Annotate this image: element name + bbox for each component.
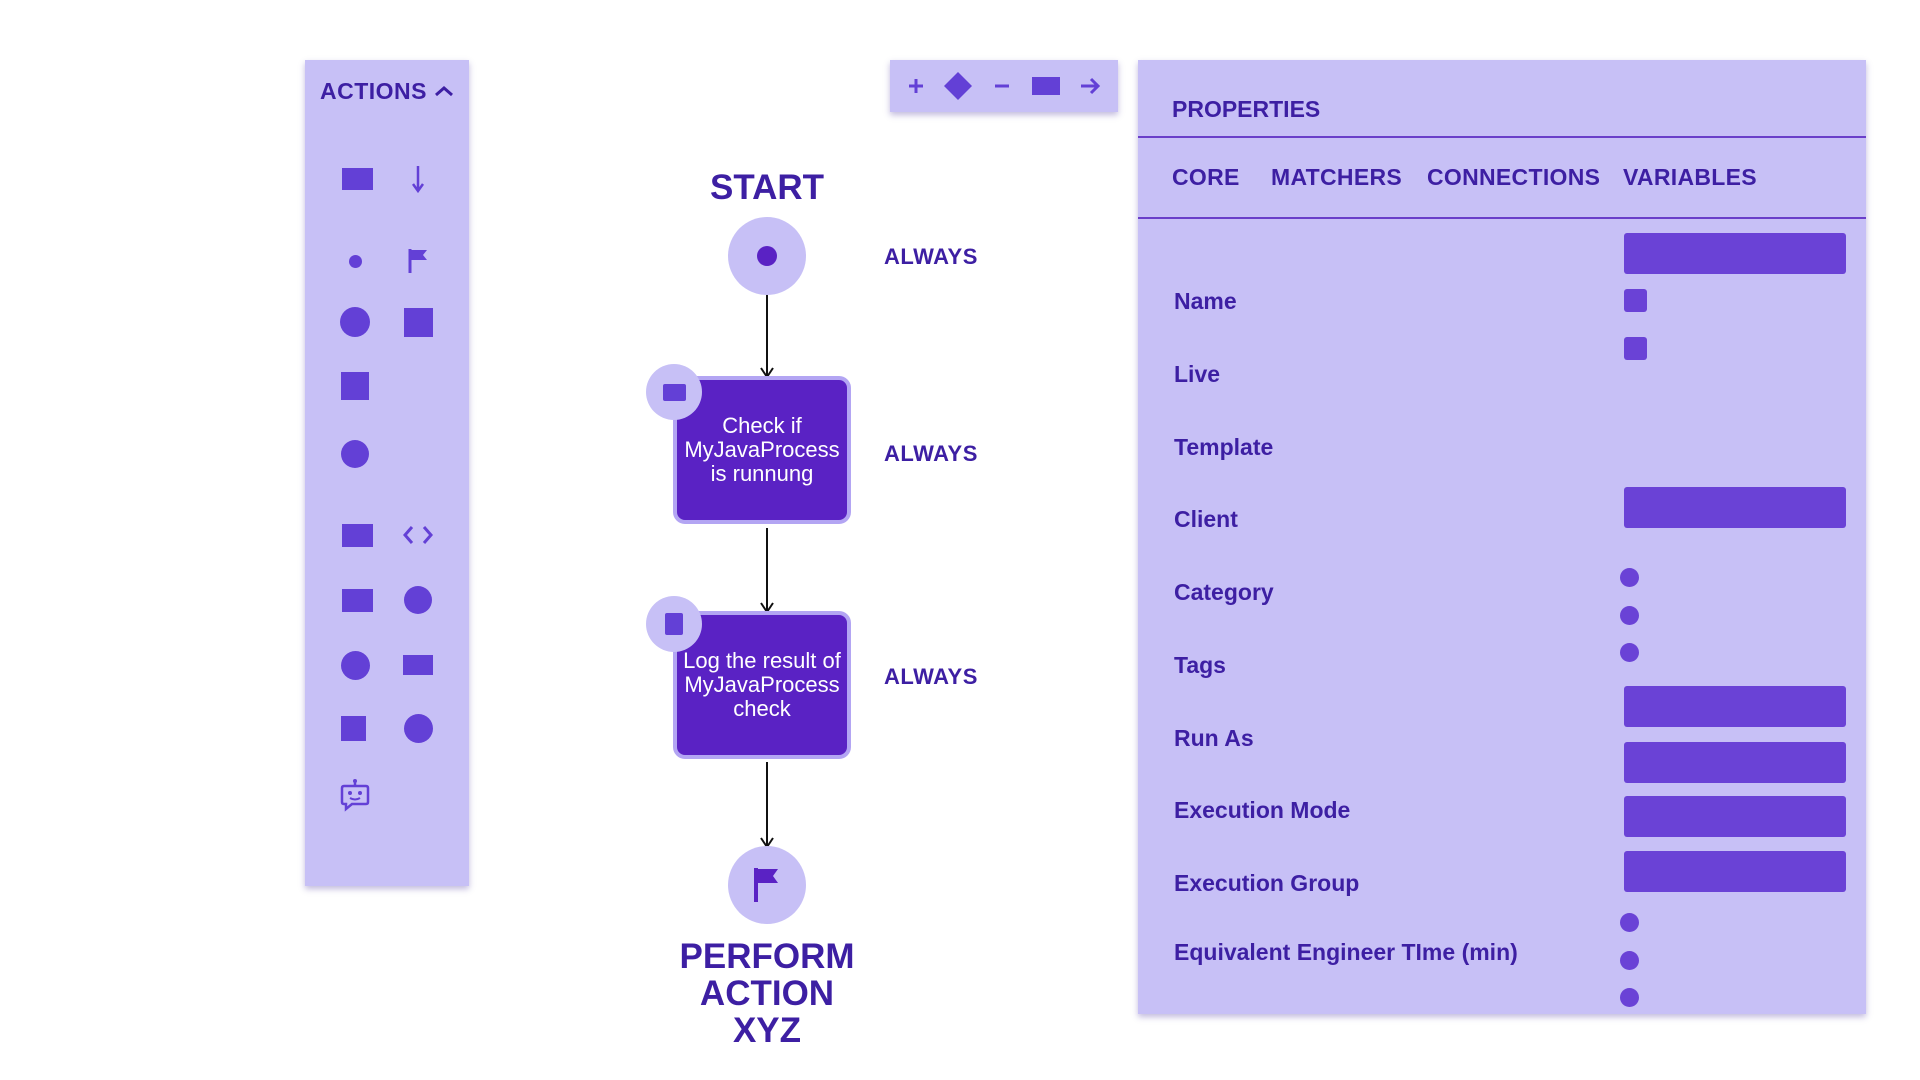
execution-mode-field[interactable]: [1624, 796, 1846, 837]
tool-square-2[interactable]: [335, 366, 375, 406]
label-template: Template: [1174, 434, 1274, 460]
arrow-down-icon[interactable]: [398, 159, 438, 199]
tool-task[interactable]: [337, 159, 377, 199]
label-equivalent-engineer-time: Equivalent Engineer TIme (min): [1174, 939, 1518, 965]
client-field[interactable]: [1624, 487, 1846, 528]
tool-square-3[interactable]: [333, 708, 373, 748]
task-type-badge: [646, 364, 702, 420]
label-category: Category: [1174, 579, 1274, 605]
step-log-result[interactable]: Log the result of MyJavaProcess check: [673, 611, 851, 759]
tool-circle-5[interactable]: [398, 708, 438, 748]
label-client: Client: [1174, 506, 1238, 532]
start-dot: [757, 246, 777, 266]
divider: [1138, 136, 1866, 138]
step-log-text: Log the result of MyJavaProcess check: [683, 648, 841, 721]
zoom-out-icon[interactable]: [984, 68, 1020, 104]
engineer-time-radio[interactable]: [1620, 988, 1639, 1007]
tool-task-3[interactable]: [337, 580, 377, 620]
tags-radio[interactable]: [1620, 643, 1639, 662]
tool-circle-4[interactable]: [335, 645, 375, 685]
zoom-in-icon[interactable]: [898, 68, 934, 104]
live-checkbox[interactable]: [1624, 337, 1647, 360]
condition-label[interactable]: ALWAYS: [884, 664, 978, 689]
properties-panel: PROPERTIES CORE MATCHERS CONNECTIONS VAR…: [1138, 60, 1866, 1014]
tool-circle-2[interactable]: [335, 434, 375, 474]
end-label-line2: XYZ: [732, 1011, 802, 1050]
tab-matchers[interactable]: MATCHERS: [1271, 164, 1403, 190]
diamond-icon[interactable]: [940, 68, 976, 104]
script-type-badge: [646, 596, 702, 652]
arrow-right-icon[interactable]: [1072, 68, 1108, 104]
label-tags: Tags: [1174, 652, 1226, 678]
label-run-as: Run As: [1174, 725, 1254, 751]
task-icon: [662, 383, 686, 401]
engineer-time-radio[interactable]: [1620, 951, 1639, 970]
actions-panel: ACTIONS: [305, 60, 469, 886]
step-check-text: Check if MyJavaProcess is runnung: [684, 413, 840, 486]
code-icon[interactable]: [398, 515, 438, 555]
fit-view-icon[interactable]: [1028, 68, 1064, 104]
properties-title: PROPERTIES: [1172, 96, 1321, 122]
chevron-up-icon[interactable]: [433, 84, 455, 98]
tool-circle-3[interactable]: [398, 580, 438, 620]
flag-icon: [754, 868, 778, 902]
condition-label[interactable]: ALWAYS: [884, 441, 978, 466]
tab-variables[interactable]: VARIABLES: [1623, 164, 1757, 190]
checkbox[interactable]: [1624, 289, 1647, 312]
divider: [1138, 217, 1866, 219]
label-live: Live: [1174, 361, 1221, 387]
label-name: Name: [1174, 288, 1237, 314]
bot-icon[interactable]: [335, 775, 375, 815]
end-label-line1: PERFORM ACTION: [679, 937, 855, 1013]
run-as-field[interactable]: [1624, 686, 1846, 727]
label-execution-group: Execution Group: [1174, 870, 1360, 896]
tool-circle[interactable]: [335, 302, 375, 342]
category-radio[interactable]: [1620, 568, 1639, 587]
tab-connections[interactable]: CONNECTIONS: [1427, 164, 1601, 190]
run-as-field-2[interactable]: [1624, 742, 1846, 783]
step-check-process[interactable]: Check if MyJavaProcess is runnung: [673, 376, 851, 524]
tool-square[interactable]: [398, 302, 438, 342]
engineer-time-radio[interactable]: [1620, 913, 1639, 932]
condition-label[interactable]: ALWAYS: [884, 244, 978, 269]
start-label: START: [709, 168, 825, 207]
tool-task-2[interactable]: [337, 515, 377, 555]
name-field[interactable]: [1624, 233, 1846, 274]
category-radio[interactable]: [1620, 606, 1639, 625]
actions-title: ACTIONS: [320, 78, 427, 104]
tool-dot[interactable]: [335, 241, 375, 281]
flag-icon[interactable]: [398, 241, 438, 281]
script-icon: [665, 613, 683, 635]
canvas-toolbar: [890, 60, 1118, 112]
tool-task-4[interactable]: [398, 645, 438, 685]
start-node[interactable]: [728, 217, 806, 295]
end-label: PERFORM ACTION XYZ: [610, 938, 924, 1049]
tab-core[interactable]: CORE: [1172, 164, 1240, 190]
execution-group-field[interactable]: [1624, 851, 1846, 892]
end-node[interactable]: [728, 846, 806, 924]
label-execution-mode: Execution Mode: [1174, 797, 1351, 823]
